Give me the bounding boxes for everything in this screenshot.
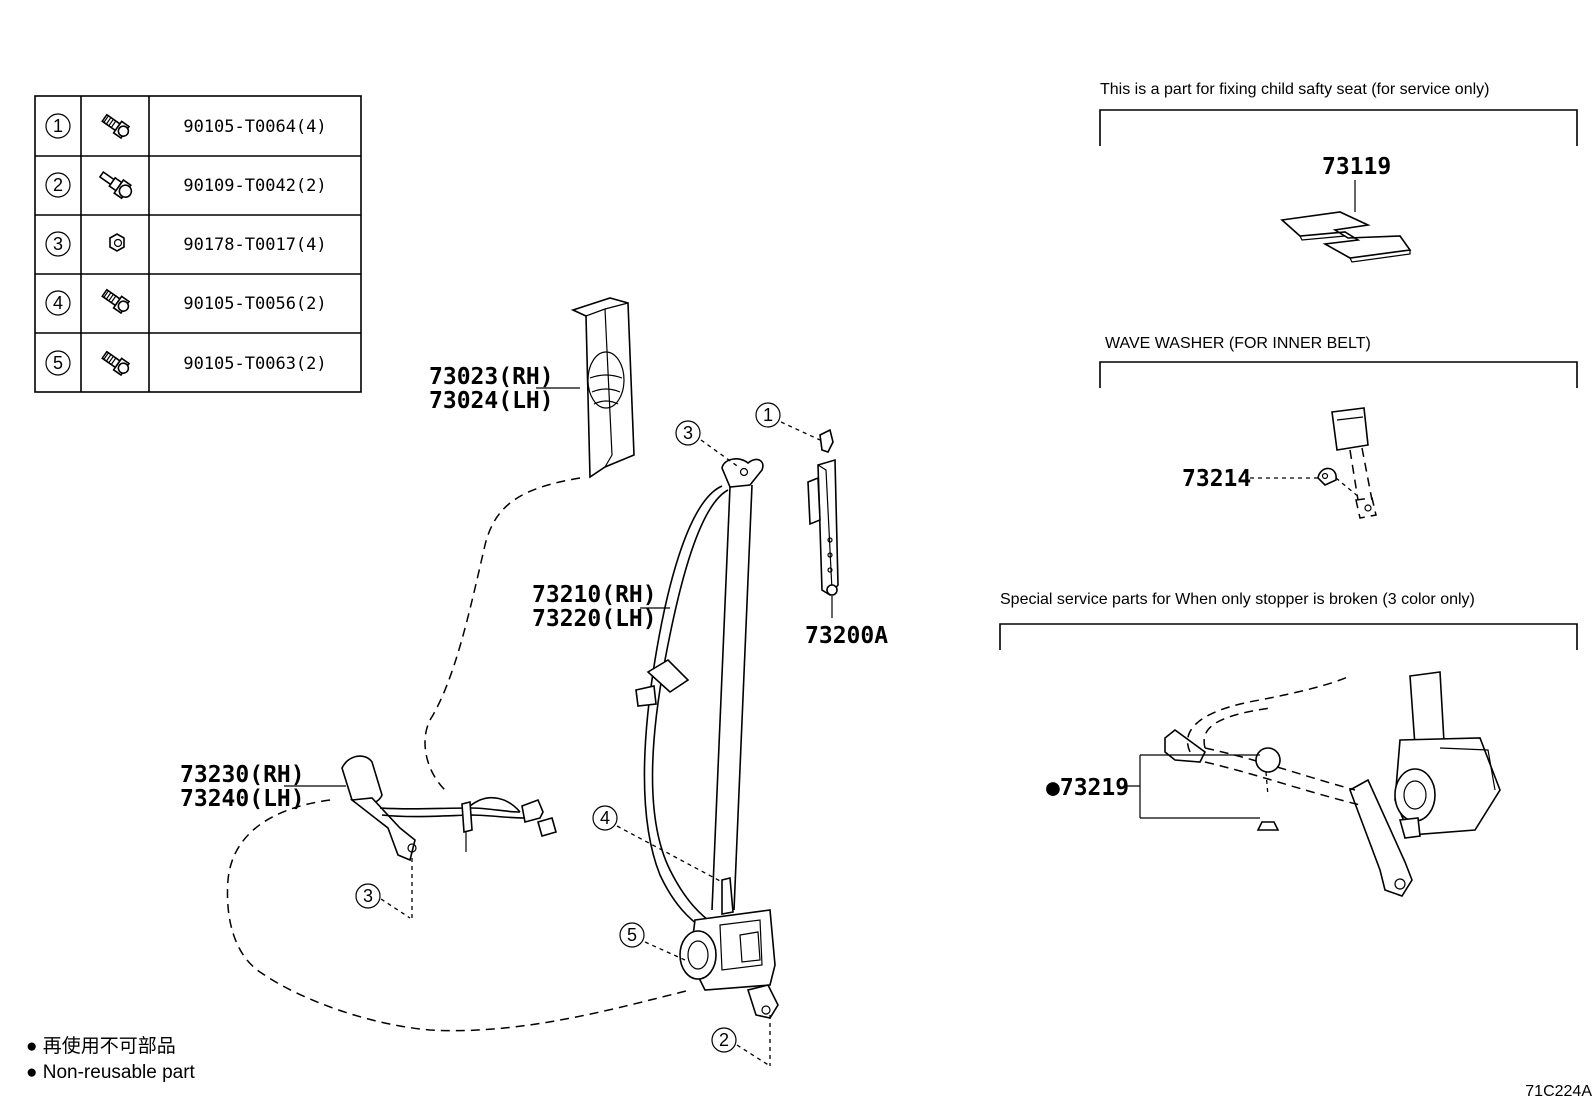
callout-2: 2	[711, 1015, 771, 1067]
nut-icon	[109, 233, 125, 252]
fastener-number: 2	[53, 175, 63, 195]
table-row: 3 90178-T0017(4)	[45, 231, 327, 257]
fastener-number: 4	[53, 293, 63, 313]
svg-text:3: 3	[363, 886, 373, 906]
callout-1: 1	[755, 402, 821, 441]
part-label-stopper: ●73219	[1046, 775, 1129, 801]
stud-bolt-icon	[98, 170, 133, 200]
inner-belt-drawing	[1317, 407, 1377, 519]
table-row: 5 90105-T0063(2)	[45, 350, 327, 377]
svg-text:5: 5	[627, 925, 637, 945]
fastener-part-code: 90105-T0056(2)	[183, 294, 326, 314]
part-label-belt-rh: 73210(RH)	[532, 582, 657, 608]
legend-non-reusable-en: ● Non-reusable part	[26, 1062, 196, 1083]
svg-text:2: 2	[719, 1030, 729, 1050]
part-label-child-seat-part: 73119	[1322, 154, 1391, 180]
fastener-part-code: 90105-T0064(4)	[183, 117, 326, 137]
callout-3-bottom: 3	[355, 858, 413, 919]
callout-5: 5	[619, 922, 686, 961]
buckle-drawing	[341, 755, 557, 862]
table-row: 2 90109-T0042(2)	[45, 170, 327, 200]
fastener-number: 3	[53, 234, 63, 254]
svg-text:1: 1	[763, 405, 773, 425]
diagram-code: 71C224A	[1525, 1083, 1592, 1099]
fastener-table: 1 90105-T0064(4) 2 90109-T0042(2)	[34, 95, 362, 393]
retractor-detail-drawing	[1164, 671, 1501, 897]
table-row: 4 90105-T0056(2)	[45, 288, 327, 316]
part-label-buckle-rh: 73230(RH)	[180, 762, 305, 788]
legend-non-reusable-jp: ● 再使用不可部品	[26, 1035, 176, 1057]
child-seat-anchor-plate-drawing	[1280, 211, 1412, 263]
part-label-buckle-lh: 73240(LH)	[180, 786, 305, 812]
bolt-icon	[101, 350, 131, 377]
part-label-pillar-cover-rh: 73023(RH)	[429, 364, 554, 390]
svg-text:3: 3	[683, 423, 693, 443]
bolt-icon	[101, 113, 131, 140]
seat-outline	[226, 477, 691, 1032]
callout-3-top: 3	[675, 420, 741, 469]
part-label-wave-washer: 73214	[1182, 466, 1251, 492]
part-label-belt-lh: 73220(LH)	[532, 606, 657, 632]
part-label-adjuster: 73200A	[805, 623, 888, 649]
fastener-part-code: 90109-T0042(2)	[183, 176, 326, 196]
svg-text:4: 4	[600, 808, 610, 828]
callout-4: 4	[592, 805, 723, 883]
note-wave-washer: WAVE WASHER (FOR INNER BELT)	[1105, 335, 1371, 352]
pillar-cover-drawing	[570, 297, 635, 479]
fastener-part-code: 90178-T0017(4)	[183, 235, 326, 255]
seat-belt-assembly-drawing	[635, 458, 779, 1019]
fastener-part-code: 90105-T0063(2)	[183, 354, 326, 374]
table-row: 1 90105-T0064(4)	[45, 113, 327, 140]
note-stopper: Special service parts for When only stop…	[1000, 591, 1475, 608]
bolt-icon	[101, 288, 131, 315]
fastener-number: 5	[53, 353, 63, 373]
height-adjuster-drawing	[807, 428, 839, 618]
fastener-number: 1	[53, 116, 63, 136]
note-child-seat: This is a part for fixing child safty se…	[1100, 81, 1489, 98]
part-label-pillar-cover-lh: 73024(LH)	[429, 388, 554, 414]
